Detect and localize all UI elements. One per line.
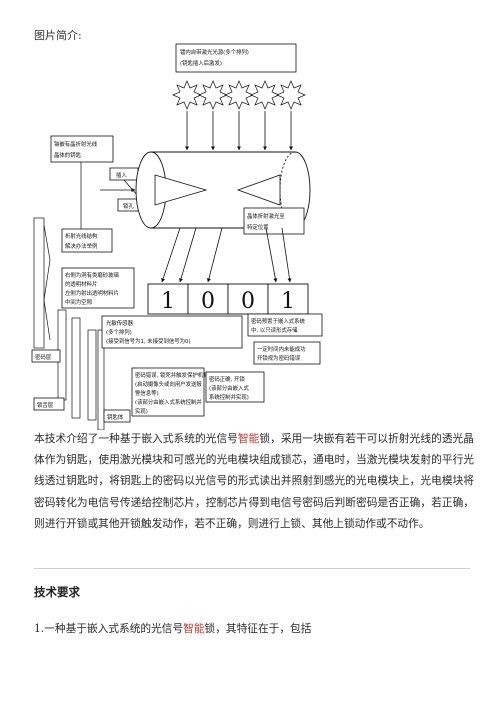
wrong-password-label-line4: (该部分由嵌入式系统控制并	[135, 398, 202, 406]
unlock-timeout-label-line1: 一定时间内未能成功	[257, 345, 306, 353]
material-label-box	[61, 267, 135, 309]
keyhole-label: 锁孔	[123, 202, 134, 210]
light-source-label-line1: 镭内自带激光光源(多个排列)	[180, 48, 249, 56]
sensor-digit-2: 0	[201, 289, 215, 314]
sensor-digits: 1 0 0 1	[147, 283, 309, 315]
key-prism-left	[154, 174, 208, 206]
password-storage-label-line1: 密码预置于嵌入式系统	[251, 317, 306, 325]
figure-caption: 图片简介:	[34, 29, 82, 42]
description-text-start: 本技术介绍了一种基于嵌入式系统的光信号	[34, 432, 238, 445]
light-source-label-line2: (钥匙插入后激发)	[180, 59, 222, 67]
section-heading: 技术要求	[34, 585, 80, 599]
wrong-password-label-line2: (启动摄像头或向用户发送报	[135, 380, 202, 388]
wrong-password-label-line3: 警信息等)	[135, 389, 159, 397]
lock-tongue-layer-label: 锁舌层	[37, 401, 54, 409]
claim-text-start: 1.一种基于嵌入式系统的光信号	[34, 622, 184, 635]
correct-password-label-line3: 系统控制并实现)	[209, 393, 249, 401]
password-storage-label-line2: 中, 以只读形式存储	[251, 326, 298, 334]
correct-password-label-line2: (该部分由嵌入式	[209, 384, 249, 392]
wrong-password-label-line5: 实现)	[135, 407, 148, 415]
keyword-link-smart-claim[interactable]: 智能	[183, 622, 205, 635]
lock-tongue-layer-label-box	[33, 397, 65, 411]
laser-source-5	[276, 80, 306, 110]
wrong-password-label-line1: 密码错误, 锁死并触发保护机制	[135, 371, 209, 379]
unlock-timeout-label-line2: 开锁视为密码错误	[257, 354, 301, 362]
password-layer-label: 密码层	[35, 353, 52, 361]
crystal-key-label-box	[50, 135, 114, 163]
refraction-structure-label-line1: 折射光线结构	[65, 232, 98, 240]
laser-source-2	[198, 80, 228, 110]
section-divider	[34, 568, 470, 569]
key-body-label-box	[103, 409, 131, 423]
sensor-label-line1: 光敏传感器	[106, 319, 134, 327]
wrong-password-label-box	[131, 367, 205, 417]
sensor-label-line3: (接受到信号为1, 未接受到信号为0)	[106, 337, 191, 345]
sensor-digit-1: 1	[161, 289, 175, 314]
laser-source-4	[250, 80, 280, 110]
password-storage-label-box	[247, 313, 323, 337]
material-label-line2: 的透明材料片	[65, 280, 97, 288]
description-paragraph: 本技术介绍了一种基于嵌入式系统的光信号智能锁，采用一块嵌有若干可以折射光线的透光…	[34, 428, 474, 534]
crystal-refraction-label-line1: 晶体折射激光至	[247, 212, 285, 220]
crystal-refraction-label-line2: 特定位置	[247, 223, 269, 231]
refraction-structure-label-line2: 解决办法举例	[65, 242, 97, 250]
correct-password-label-line1: 密码正确, 开锁	[209, 375, 245, 383]
sensor-label-line2: (多个排列)	[106, 328, 132, 336]
sensor-digit-4: 1	[281, 289, 295, 314]
keyword-link-smart[interactable]: 智能	[237, 432, 260, 445]
refraction-structure-label-box	[61, 228, 113, 253]
material-label-line3: 左侧为射出透明材料片	[65, 289, 119, 297]
description-text-end: 锁，采用一块嵌有若干可以折射光线的透光晶体作为钥匙，使用激光模块和可感光的光电模…	[34, 432, 474, 530]
key-body-label: 钥匙体	[107, 413, 124, 421]
laser-source-1	[172, 80, 202, 110]
key-prism-right	[236, 174, 281, 206]
unlock-timeout-label-box	[253, 341, 321, 365]
laser-sources	[172, 80, 306, 110]
correct-password-label-box	[205, 371, 265, 403]
claim-text-end: 锁，其特征在于，包括	[204, 622, 312, 635]
password-layer-label-box	[31, 349, 61, 363]
insert-label: 插入	[116, 171, 127, 179]
material-label-line1: 右侧为洞有类磨砂玻璃	[65, 271, 120, 279]
sensor-digit-3: 0	[241, 289, 255, 314]
crystal-key-label-line2: 晶体的钥匙	[54, 151, 82, 159]
crystal-key-label-line1: 镶嵌有晶折射光线	[54, 140, 98, 148]
lock-diagram: 镭内自带激光光源(多个排列) (钥匙插入后激发) 镶嵌有晶折射光线 晶体的钥匙 …	[31, 43, 323, 430]
lock-cylinder	[135, 151, 311, 229]
laser-source-3	[224, 80, 254, 110]
claim-1: 1.一种基于嵌入式系统的光信号智能锁，其特征在于，包括	[34, 621, 311, 636]
crystal-refraction-label-box	[243, 207, 305, 235]
light-source-label-box	[175, 43, 297, 73]
material-label-line4: 中间为空隙	[65, 298, 93, 306]
sensor-label-box	[101, 315, 243, 349]
